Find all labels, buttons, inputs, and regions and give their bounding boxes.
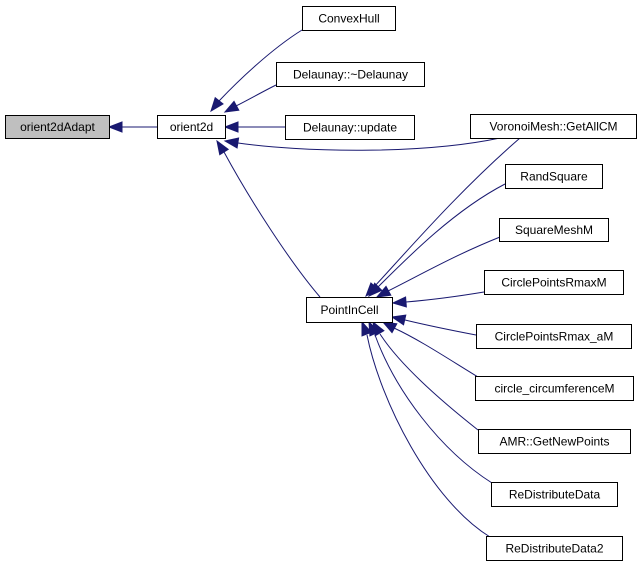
edge-CirclePointsRmaxM-to-PointInCell (391, 291, 485, 308)
node-ReDistributeData[interactable]: ReDistributeData (491, 482, 618, 507)
arrowhead-icon (216, 139, 230, 156)
arrowhead-icon (381, 321, 398, 334)
edge-line (405, 291, 485, 303)
node-box (505, 164, 603, 189)
node-box (285, 115, 415, 140)
node-orient2d[interactable]: orient2d (157, 115, 226, 139)
node-SquareMeshM[interactable]: SquareMeshM (499, 218, 609, 242)
edge-DelaunayUpdate-to-orient2d (223, 121, 285, 133)
node-label: ReDistributeData (509, 488, 601, 502)
node-CirclePointsRmax_aM[interactable]: CirclePointsRmax_aM (476, 324, 632, 349)
node-CirclePointsRmaxM[interactable]: CirclePointsRmaxM (484, 270, 624, 295)
node-box (499, 218, 609, 242)
arrowhead-icon (368, 282, 383, 297)
edge-SquareMeshM-to-PointInCell (375, 236, 501, 298)
node-box (476, 324, 632, 349)
arrowhead-icon (210, 96, 224, 113)
node-PointInCell[interactable]: PointInCell (306, 297, 393, 323)
node-label: CirclePointsRmaxM (501, 276, 606, 290)
edge-circle_circumferenceM-to-PointInCell (381, 321, 479, 378)
edge-line (379, 333, 479, 431)
node-box (475, 376, 634, 401)
edge-RandSquare-to-PointInCell (368, 183, 506, 297)
node-label: VoronoiMesh::GetAllCM (489, 120, 617, 134)
node-ConvexHull[interactable]: ConvexHull (302, 6, 396, 31)
arrowhead-icon (390, 314, 407, 326)
node-box (491, 482, 618, 507)
edge-line (393, 327, 479, 378)
node-box (157, 115, 226, 139)
node-label: AMR::GetNewPoints (499, 435, 609, 449)
node-circle_circumferenceM[interactable]: circle_circumferenceM (475, 376, 634, 401)
node-label: CirclePointsRmax_aM (495, 330, 614, 344)
node-box (276, 62, 425, 87)
node-ReDistributeData2[interactable]: ReDistributeData2 (486, 536, 623, 561)
node-box (470, 114, 637, 139)
edge-PointInCell-to-orient2d (216, 139, 321, 298)
node-label: orient2d (170, 120, 213, 134)
arrowhead-icon (223, 137, 240, 149)
edge-line (404, 319, 477, 336)
node-box (484, 270, 624, 295)
edge-CirclePointsRmax_aM-to-PointInCell (390, 314, 477, 336)
node-orient2dAdapt: orient2dAdapt (5, 115, 110, 139)
edge-line (374, 334, 493, 484)
edge-ConvexHull-to-orient2d (210, 29, 303, 113)
node-label: Delaunay::update (303, 121, 397, 135)
edge-orient2d-to-orient2dAdapt (107, 121, 157, 133)
edge-line (377, 183, 506, 288)
node-GetAllCM[interactable]: VoronoiMesh::GetAllCM (470, 114, 637, 139)
edge-GetNewPoints-to-PointInCell (372, 320, 479, 431)
edge-ReDistributeData-to-PointInCell (368, 320, 493, 484)
edge-ReDistributeData2-to-PointInCell (361, 320, 491, 538)
edge-line (237, 137, 501, 151)
edge-line (223, 151, 321, 298)
arrowhead-icon (223, 121, 239, 133)
edge-line (366, 334, 491, 538)
arrowhead-icon (391, 296, 407, 308)
edge-line (218, 29, 303, 102)
node-RandSquare[interactable]: RandSquare (505, 164, 603, 189)
edge-GetAllCM-to-orient2d (223, 137, 501, 151)
node-label: circle_circumferenceM (494, 382, 614, 396)
node-box (486, 536, 623, 561)
node-box (5, 115, 110, 139)
node-DelaunayDtor[interactable]: Delaunay::~Delaunay (276, 62, 425, 87)
arrowhead-icon (223, 100, 240, 113)
node-label: PointInCell (320, 303, 378, 317)
edge-line (373, 137, 521, 288)
node-DelaunayUpdate[interactable]: Delaunay::update (285, 115, 415, 140)
edge-DelaunayDtor-to-orient2d (223, 84, 277, 113)
arrowhead-icon (375, 285, 392, 298)
node-label: SquareMeshM (515, 223, 593, 237)
node-box (306, 297, 393, 323)
node-label: orient2dAdapt (20, 120, 95, 134)
node-label: ConvexHull (318, 12, 379, 26)
node-label: Delaunay::~Delaunay (293, 68, 408, 82)
arrowhead-icon (361, 320, 373, 337)
node-label: RandSquare (520, 170, 588, 184)
node-GetNewPoints[interactable]: AMR::GetNewPoints (478, 429, 631, 454)
edge-line (387, 236, 501, 292)
node-box (302, 6, 396, 31)
node-box (478, 429, 631, 454)
arrowhead-icon (107, 121, 123, 133)
edge-line (235, 84, 277, 107)
node-label: ReDistributeData2 (505, 542, 603, 556)
